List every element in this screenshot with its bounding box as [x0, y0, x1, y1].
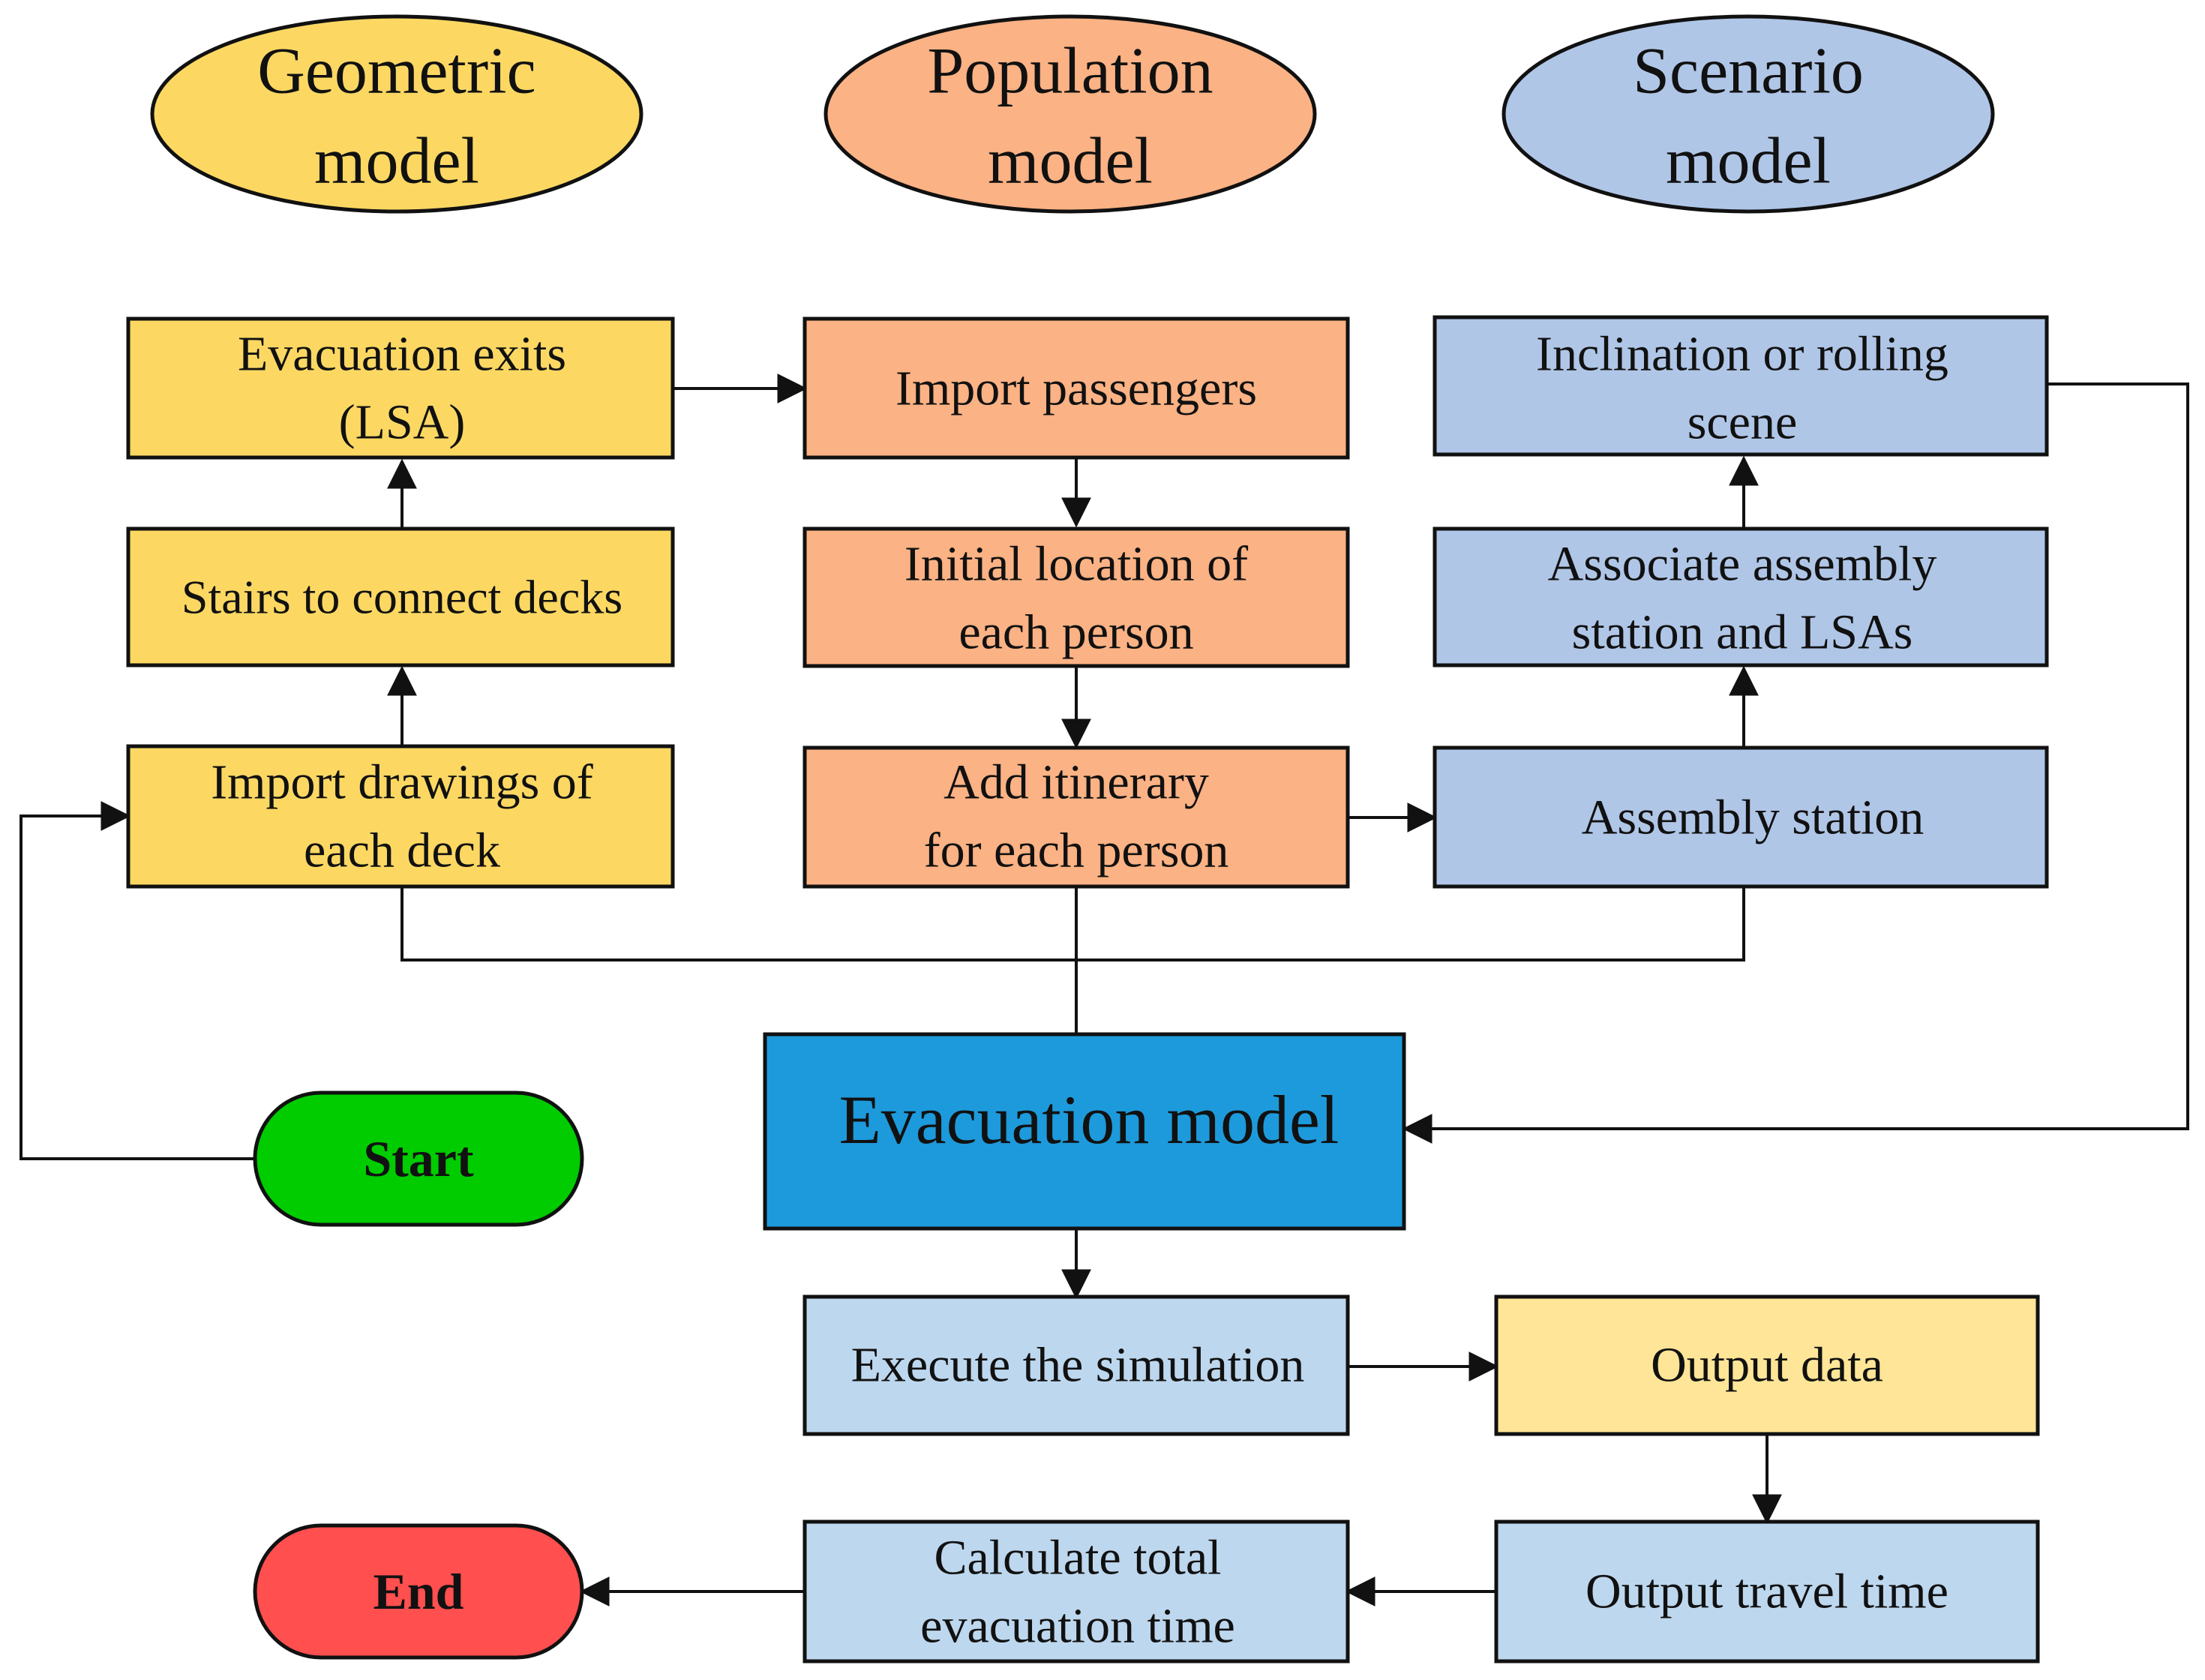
header-geometric-line-2: model	[314, 125, 479, 198]
box-stairs-line-1: Stairs to connect decks	[182, 571, 622, 624]
box-import-drawings-line-2: each deck	[304, 824, 500, 878]
box-inclination-line-2: scene	[1688, 395, 1798, 450]
header-population-model: Population model	[824, 14, 1317, 214]
box-execute-simulation-line-1: Execute the simulation	[851, 1338, 1305, 1393]
header-geometric-line-1: Geometric	[257, 35, 536, 108]
header-geometric-model: Geometric model	[150, 14, 644, 214]
box-calculate-total: Calculate total evacuation time	[802, 1520, 1350, 1664]
box-associate-assembly-line-2: station and LSAs	[1572, 605, 1913, 660]
box-evacuation-exits: Evacuation exits (LSA)	[126, 316, 675, 460]
box-assembly-station-line-1: Assembly station	[1582, 790, 1924, 845]
box-associate-assembly: Associate assembly station and LSAs	[1432, 526, 2049, 668]
terminal-start: Start	[253, 1090, 584, 1227]
box-add-itinerary: Add itinerary for each person	[802, 746, 1350, 889]
header-population-line-1: Population	[927, 35, 1213, 108]
box-import-drawings-line-1: Import drawings of	[211, 755, 593, 810]
box-output-data: Output data	[1494, 1294, 2040, 1436]
box-import-drawings: Import drawings of each deck	[126, 744, 675, 889]
arrow-start-to-drawings	[20, 801, 255, 1160]
line-drawings-to-bus	[400, 886, 1745, 962]
header-population-line-2: model	[988, 125, 1153, 198]
header-scenario-model: Scenario model	[1502, 14, 1995, 214]
box-evacuation-exits-line-2: (LSA)	[339, 395, 466, 450]
box-output-travel-time: Output travel time	[1494, 1520, 2040, 1664]
box-evacuation-exits-line-1: Evacuation exits	[238, 327, 566, 382]
header-scenario-line-1: Scenario	[1633, 35, 1864, 108]
box-initial-location: Initial location of each person	[802, 526, 1350, 668]
box-associate-assembly-line-1: Associate assembly	[1548, 537, 1937, 592]
arrow-inclination-to-evacuation	[1402, 382, 2189, 1144]
terminal-end-label: End	[374, 1563, 464, 1620]
box-calculate-total-line-2: evacuation time	[920, 1599, 1235, 1654]
box-inclination: Inclination or rolling scene	[1432, 315, 2049, 457]
box-inclination-line-1: Inclination or rolling	[1536, 327, 1948, 382]
box-assembly-station: Assembly station	[1432, 746, 2049, 889]
box-output-data-line-1: Output data	[1651, 1338, 1883, 1393]
box-initial-location-line-2: each person	[958, 605, 1193, 660]
box-evacuation-model: Evacuation model	[763, 1032, 1406, 1231]
box-add-itinerary-line-1: Add itinerary	[944, 755, 1209, 810]
terminal-start-label: Start	[363, 1130, 474, 1187]
box-stairs: Stairs to connect decks	[126, 526, 675, 668]
box-import-passengers: Import passengers	[802, 316, 1350, 460]
box-evacuation-model-line-1: Evacuation model	[839, 1082, 1340, 1158]
terminal-end: End	[253, 1523, 584, 1660]
box-initial-location-line-1: Initial location of	[904, 537, 1248, 592]
box-add-itinerary-line-2: for each person	[924, 824, 1229, 878]
header-scenario-line-2: model	[1666, 125, 1831, 198]
connectors	[20, 374, 2189, 1606]
box-calculate-total-line-1: Calculate total	[934, 1531, 1221, 1586]
box-import-passengers-line-1: Import passengers	[896, 362, 1257, 416]
box-output-travel-time-line-1: Output travel time	[1586, 1564, 1948, 1619]
box-execute-simulation: Execute the simulation	[802, 1294, 1350, 1436]
